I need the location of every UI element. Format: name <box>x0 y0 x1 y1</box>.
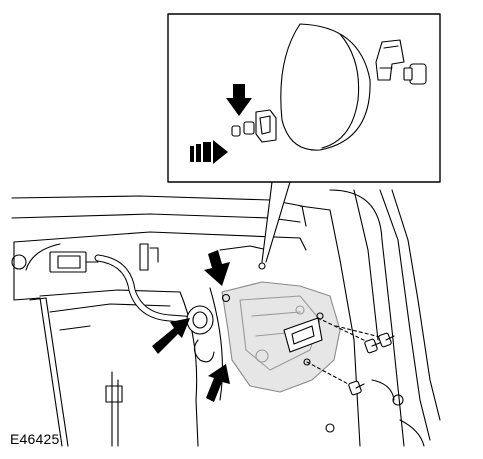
striker-plate <box>283 317 323 353</box>
lock-cable <box>193 339 215 363</box>
detail-leader <box>261 181 291 263</box>
screw-3 <box>348 380 365 396</box>
fixing-hole <box>221 293 231 303</box>
arrow-grommet-left <box>152 318 190 354</box>
screw-2 <box>378 332 395 348</box>
arrow-down-grommet <box>204 250 230 286</box>
screw-1 <box>364 338 383 354</box>
fixing-hole-lower <box>303 358 311 366</box>
fixing-hole-upper <box>258 262 266 270</box>
door-latch <box>221 281 341 393</box>
arrow-right-dashed-detail <box>190 140 228 164</box>
figure-code: E46425 <box>10 431 60 447</box>
vehicle-body-panel <box>11 189 441 447</box>
wiring-harness <box>49 251 214 335</box>
arrow-down-detail <box>226 84 252 116</box>
screw-group <box>306 317 395 396</box>
arrow-up-lower <box>206 364 230 402</box>
